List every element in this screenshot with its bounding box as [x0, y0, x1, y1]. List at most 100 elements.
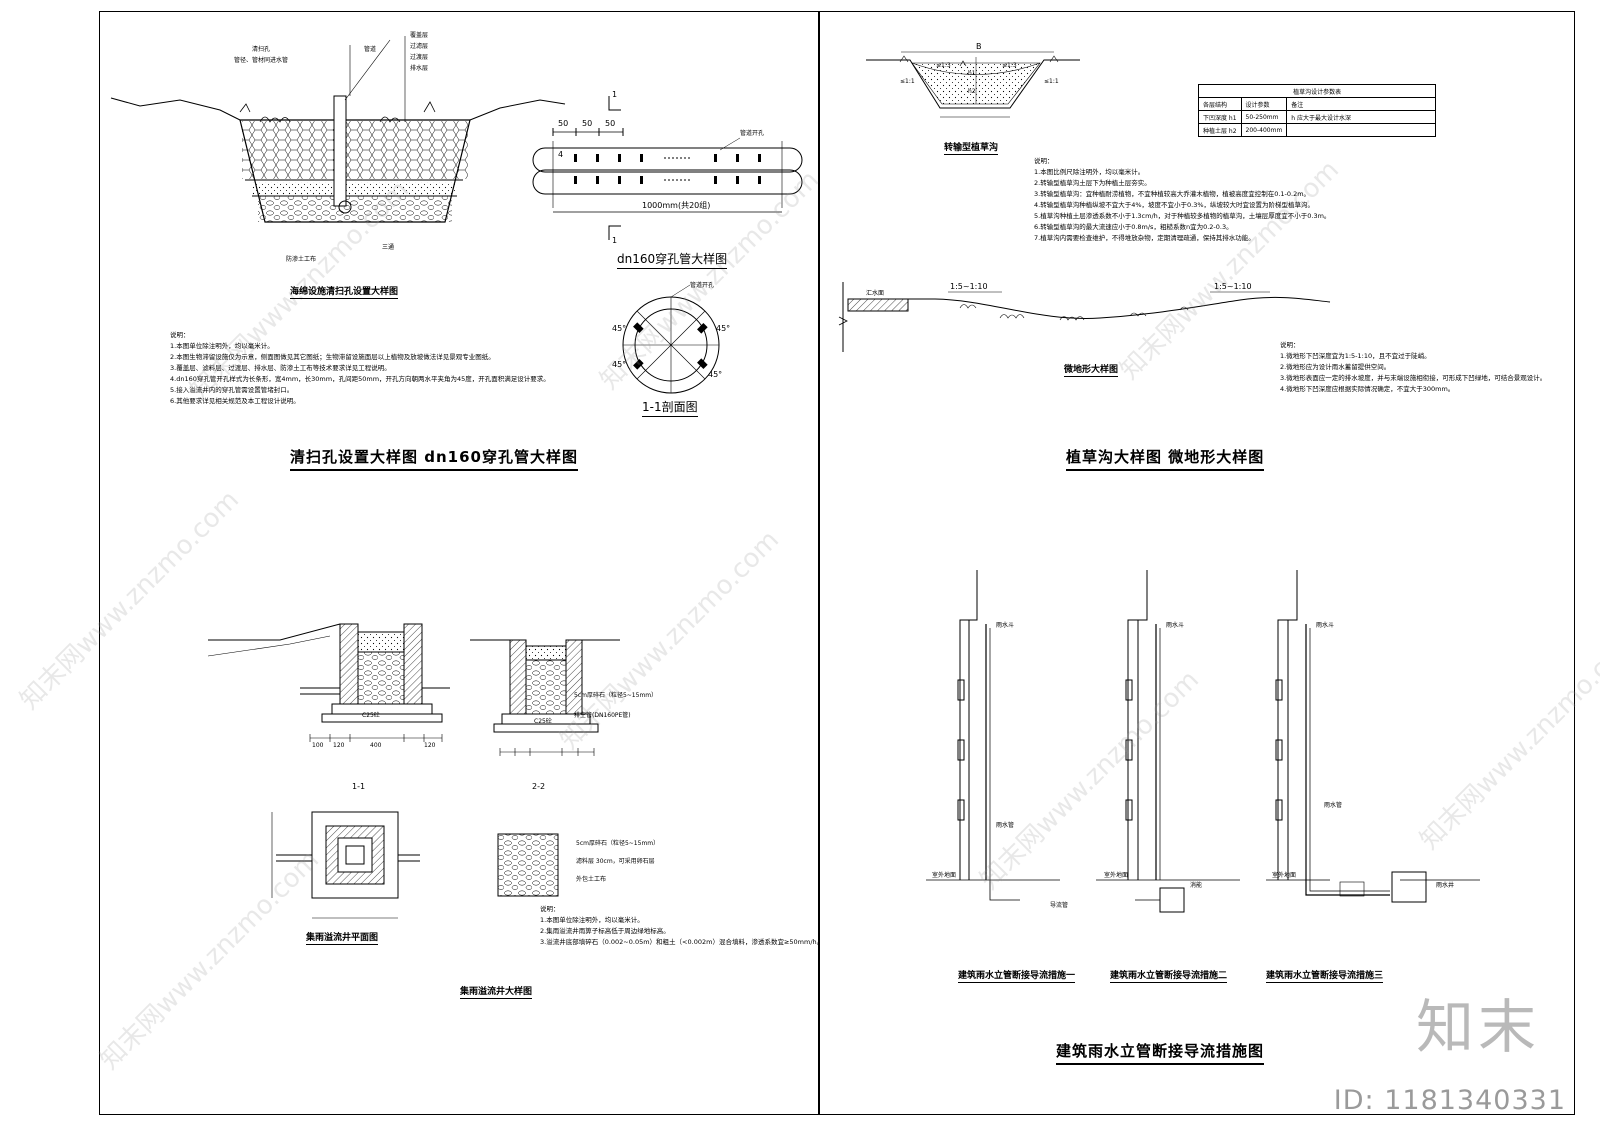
table-cell: 种植土层 h2 [1198, 123, 1242, 137]
section-mark-bottom: 1 [612, 236, 618, 245]
overflow-well-plan [271, 811, 559, 919]
logo-text: 知末 [1415, 993, 1540, 1061]
pipe-label: 管道 [364, 46, 377, 53]
ground-label: 室外地面 [1104, 872, 1129, 879]
note-line: 1.本图单位除注明外，均以毫米计。 [170, 342, 274, 350]
note-line: 4.转输型植草沟种植纵坡不宜大于4%，坡度不宜小于0.3%，纵坡较大时宜设置为阶… [1034, 201, 1315, 209]
note-line: 2.微地形应为设计雨水蓄留提供空间。 [1280, 363, 1391, 371]
gutter-label: 雨水斗 [1316, 622, 1335, 629]
note-line: 3.覆盖层、滤料层、过渡层、排水层、防渗土工布等技术要求详见工程说明。 [170, 364, 391, 372]
grass-swale-drawing [866, 51, 1080, 118]
angle-label: 45° [612, 360, 627, 369]
stub-label: 消能 [1190, 882, 1203, 889]
downpipe-caption-2: 建筑雨水立管断接导流措施二 [1110, 968, 1228, 983]
sheet-title-top-right: 植草沟大样图 微地形大样图 [1066, 446, 1265, 471]
table-row: 各层结构 设计参数 备注 [1198, 97, 1437, 111]
downpipe-caption-1: 建筑雨水立管断接导流措施一 [958, 968, 1076, 983]
table-cell: 设计参数 [1240, 97, 1288, 111]
concrete-label: C25砼 [362, 712, 380, 719]
slope-label: ≤1:3 [936, 62, 951, 69]
table-cell: h 应大于最大设计水深 [1286, 110, 1437, 124]
hole-label: 管道开孔 [740, 130, 765, 137]
downspout-label: 雨水管 [1324, 802, 1343, 809]
note-line: 2.本图生物滞留设施仅为示意，侧面图做见其它图纸；生物滞留设施面层以上植物及放坡… [170, 353, 495, 361]
notes-well: 说明： 1.本图单位除注明外，均以毫米计。 2.集雨溢流井雨箅子标高低于周边绿地… [540, 904, 823, 948]
note-line: 5.植草沟种植土层渗透系数不小于1.3cm/h，对于种植较多植物的植草沟，土壤层… [1034, 212, 1331, 220]
geotextile-label: 防渗土工布 [286, 256, 317, 263]
table-cell: 200-400mm [1240, 123, 1288, 137]
drawing-frame [99, 11, 1575, 1115]
h2-label: h2 [968, 88, 976, 95]
gutter-label: 雨水斗 [1166, 622, 1185, 629]
table-cell: 下凹深度 h1 [1198, 110, 1242, 124]
note-line: 1.微地形下凹深度宜为1:5-1:10，且不宜过于陡峭。 [1280, 352, 1431, 360]
table-cell [1286, 123, 1437, 137]
downpipe-drawing-2 [1096, 570, 1240, 913]
tee-label: 三通 [382, 244, 395, 251]
angle-label: 45° [612, 324, 627, 333]
table-row: 种植土层 h2 200-400mm [1198, 123, 1437, 137]
drain-layer-label: 排水层 [410, 65, 429, 72]
dim-label: 50 [558, 119, 569, 128]
note-line: 4.dn160穿孔管开孔样式为长条形，宽4mm，长30mm，孔间距50mm，开孔… [170, 375, 550, 383]
note-line: 1.本图单位除注明外，均以毫米计。 [540, 916, 644, 924]
note-line: 7.植草沟内需要检查维护，不得堆放杂物，定期清理疏通，保持其排水功能。 [1034, 234, 1255, 242]
note-line: 2.转输型植草沟土层下为种植土层夯实。 [1034, 179, 1151, 187]
section-hole-label: 管道开孔 [690, 282, 715, 289]
pipe-note-label: 管径、管材同进水管 [234, 57, 289, 64]
ground-label: 室外地面 [932, 872, 957, 879]
note-line: 6.其他要求详见相关规范及本工程设计说明。 [170, 397, 300, 405]
note-line: 6.转输型植草沟的最大流速应小于0.8m/s，粗糙系数n宜为0.2-0.3。 [1034, 223, 1233, 231]
slope-label: ≤1:1 [900, 78, 915, 85]
section-caption: 1-1剖面图 [642, 398, 698, 417]
swale-param-table: 植草沟设计参数表 各层结构 设计参数 备注 下凹深度 h1 50-250mm h… [1197, 84, 1437, 137]
width-label: B [976, 42, 982, 51]
filter-detail-label: 滤料层 30cm，可采用卵石层 [576, 858, 655, 865]
swale-caption: 转输型植草沟 [944, 140, 999, 155]
downspout-label: 雨水管 [996, 822, 1015, 829]
h1-label: h1 [968, 70, 976, 77]
drain-pipe-label: 排空管(DN160PE管) [574, 712, 631, 719]
well-plan-caption: 集雨溢流井平面图 [306, 930, 379, 945]
note-line: 5.接入溢流井内的穿孔管需设置管堵封口。 [170, 386, 294, 394]
transition-layer-label: 过渡层 [410, 54, 429, 61]
dim-label: 50 [582, 119, 593, 128]
angle-label: 45° [716, 324, 731, 333]
table-row: 下凹深度 h1 50-250mm h 应大于最大设计水深 [1198, 110, 1437, 124]
table-cell: 各层结构 [1198, 97, 1242, 111]
note-line: 2.集雨溢流井雨箅子标高低于周边绿地标高。 [540, 927, 670, 935]
cover-layer-label: 覆盖层 [410, 32, 429, 39]
ground-label: 室外地面 [1272, 872, 1297, 879]
micro-terrain-drawing [838, 282, 1331, 352]
notes-title: 说明： [1280, 341, 1300, 349]
downpipe-caption-3: 建筑雨水立管断接导流措施三 [1266, 968, 1384, 983]
dim-label: 120 [424, 742, 436, 749]
wall-label: 汇水面 [866, 290, 885, 297]
notes-swale: 说明： 1.本图比例尺除注明外，均以毫米计。 2.转输型植草沟土层下为种植土层夯… [1034, 156, 1330, 244]
dim-label: 120 [333, 742, 345, 749]
overflow-well-section-2 [470, 639, 620, 756]
note-line: 3.溢流井底部填碎石（0.002~0.05m）和粗土（<0.002m）混合填料，… [540, 938, 824, 946]
note-line: 3.转输型植草沟：宜种植耐涝植物，不宜种植较高大乔灌木植物，植被高度宜控制在0.… [1034, 190, 1311, 198]
table-cell: 50-250mm [1240, 110, 1288, 124]
sheet-divider [818, 11, 820, 1115]
pipe-caption: dn160穿孔管大样图 [617, 250, 728, 269]
slope-label: ≤1:1 [1044, 78, 1059, 85]
perforated-pipe-drawing [532, 96, 803, 394]
section-2-2: 2-2 [532, 782, 546, 791]
dim-label: 100 [312, 742, 324, 749]
note-line: 3.微地形表面应一定的排水坡度，并与末端设施相衔接，可形成下凹绿地，可结合景观设… [1280, 374, 1547, 382]
cleanout-section [110, 36, 566, 223]
notes-title: 说明： [540, 905, 560, 913]
well-caption: 集雨溢流井大样图 [460, 984, 533, 999]
slope-label: ≤1:3 [1002, 62, 1017, 69]
notes-left: 说明： 1.本图单位除注明外，均以毫米计。 2.本图生物滞留设施仅为示意，侧面图… [170, 330, 550, 407]
slope-a-label: 1:5~1:10 [950, 282, 988, 291]
cleanout-caption: 海绵设施清扫孔设置大样图 [290, 284, 399, 299]
terrain-caption: 微地形大样图 [1064, 362, 1119, 377]
notes-title: 说明： [170, 331, 190, 339]
filter-layer-label: 过滤层 [410, 43, 429, 50]
gravel-detail-label: 5cm厚碎石（粒径5~15mm） [576, 840, 660, 847]
gravel-label: 5cm厚碎石（粒径5~15mm） [574, 692, 658, 699]
